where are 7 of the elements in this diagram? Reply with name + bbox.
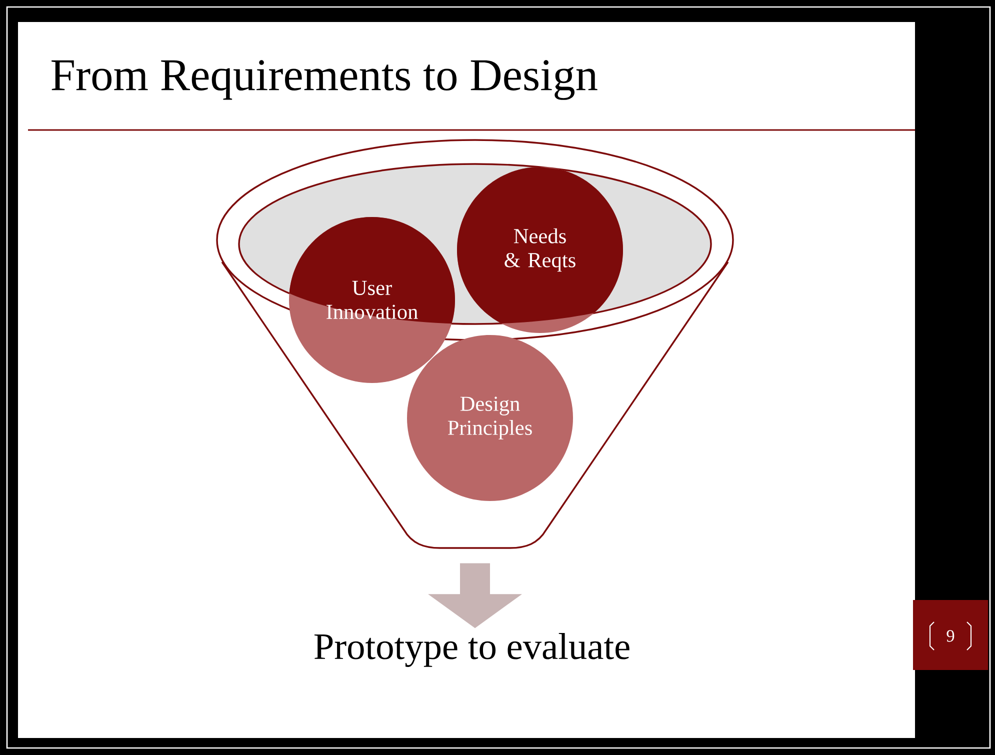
circle-node: User Innovation: [289, 217, 455, 383]
block-arrow: [428, 563, 522, 628]
slide-title: From Requirements to Design: [52, 60, 598, 100]
circle-node: Design Principles: [407, 335, 573, 501]
result-text: Prototype to evaluate: [314, 633, 630, 667]
page-number: 9: [913, 600, 988, 670]
circle-node: Needs & Reqts: [457, 167, 623, 333]
